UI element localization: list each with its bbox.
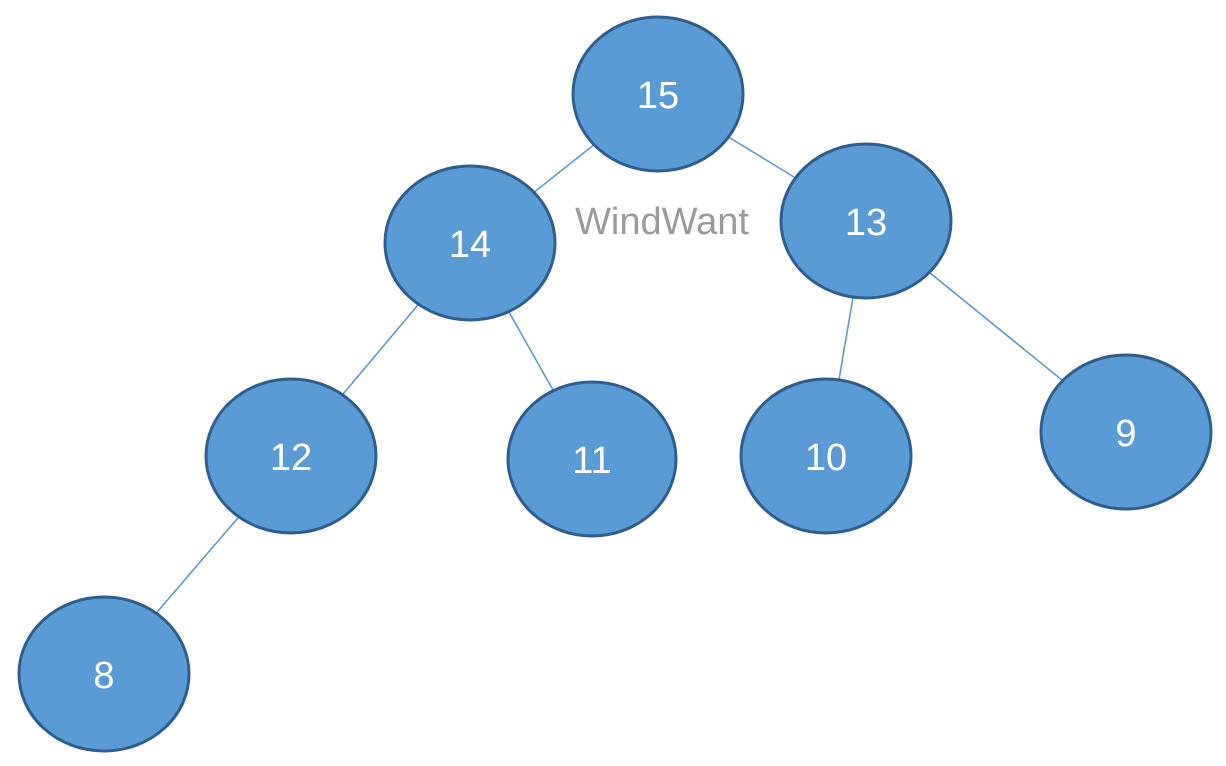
node-label: 15: [637, 75, 679, 117]
watermark-text: WindWant: [575, 201, 749, 243]
node-label: 10: [805, 437, 847, 479]
tree-node-10: 10: [739, 377, 913, 535]
tree-node-14: 14: [383, 164, 557, 322]
node-label: 11: [572, 440, 611, 482]
tree-node-12: 12: [204, 377, 378, 535]
tree-node-9: 9: [1039, 353, 1213, 511]
node-label: 9: [1115, 413, 1136, 455]
node-label: 13: [845, 202, 887, 244]
node-label: 14: [449, 224, 491, 266]
tree-node-11: 11: [506, 380, 678, 538]
nodes-layer: 15 14 13 12 11 10 9 8: [17, 15, 1213, 753]
tree-node-13: 13: [779, 142, 953, 300]
tree-node-15: 15: [571, 15, 745, 173]
node-label: 8: [93, 655, 114, 697]
node-circle: [506, 380, 678, 538]
tree-node-8: 8: [17, 595, 191, 753]
node-label: 12: [270, 437, 312, 479]
node-circle: [779, 142, 953, 300]
node-circle: [739, 377, 913, 535]
node-circle: [571, 15, 745, 173]
node-circle: [1039, 353, 1213, 511]
node-circle: [383, 164, 557, 322]
node-circle: [204, 377, 378, 535]
node-circle: [17, 595, 191, 753]
